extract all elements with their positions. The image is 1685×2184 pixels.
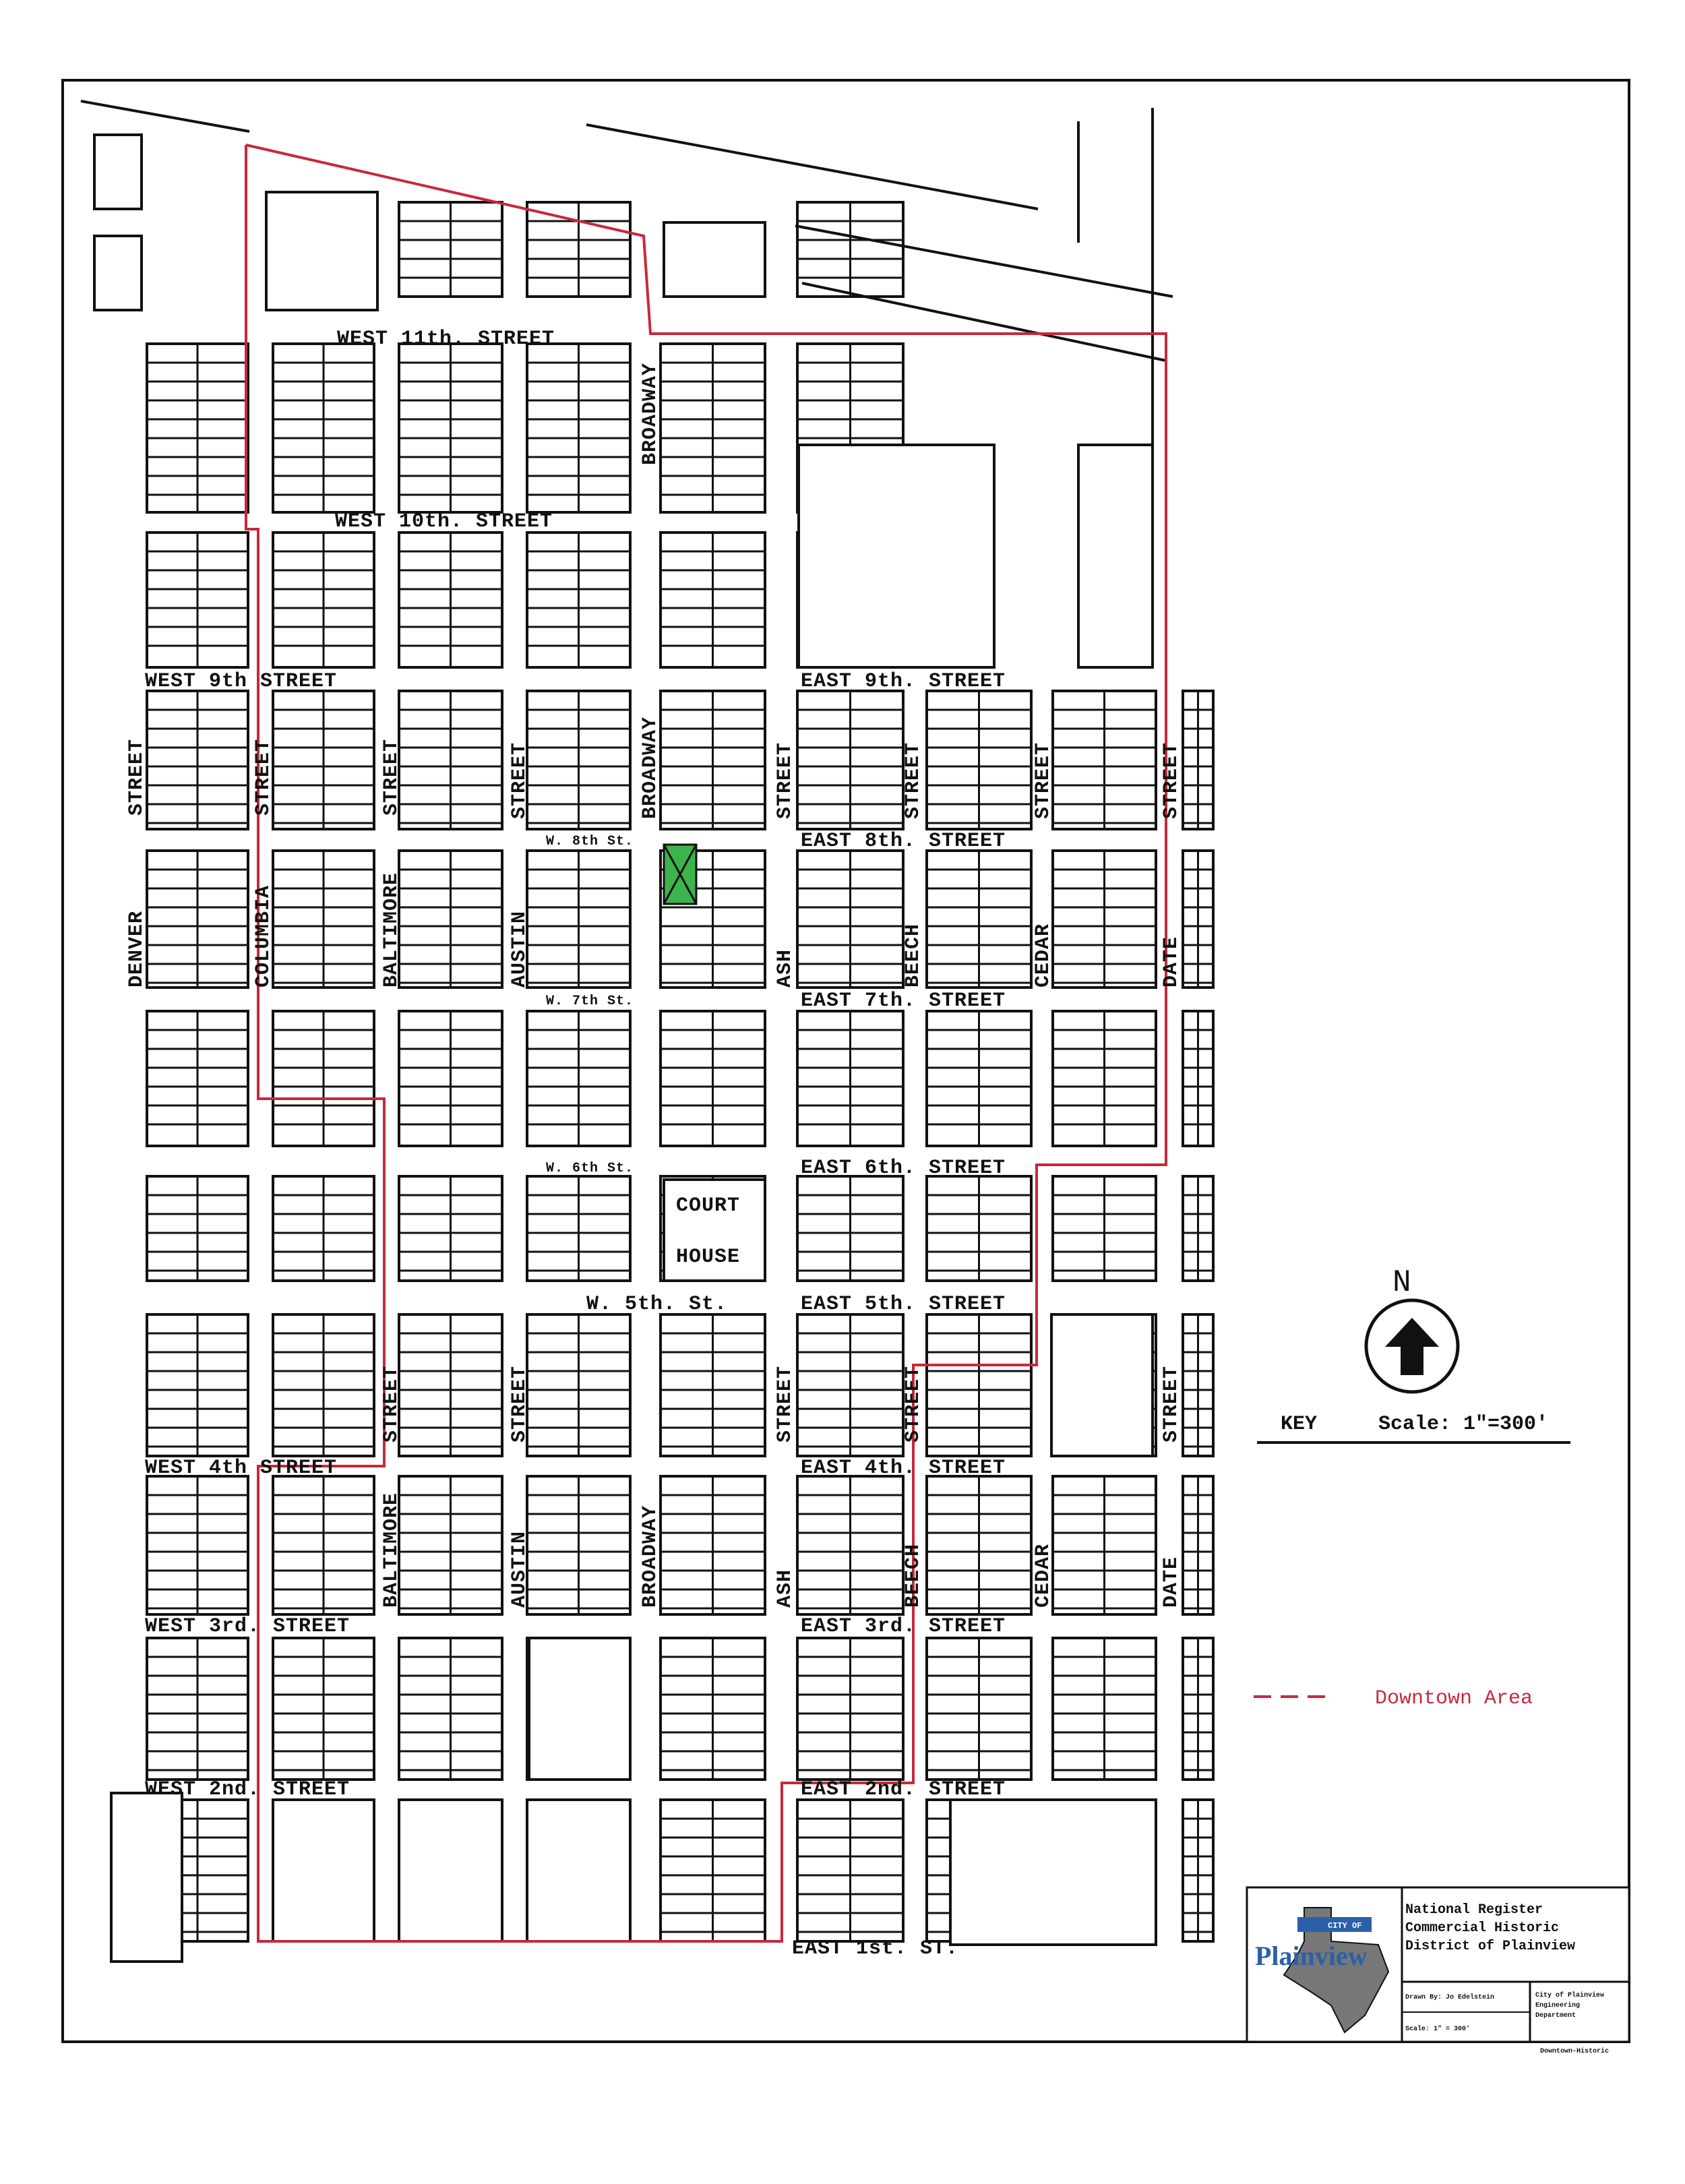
department-line2: Engineering <box>1535 2001 1580 2009</box>
logo-name: Plainview <box>1255 1941 1368 1971</box>
department-line1: City of Plainview <box>1535 1991 1604 1999</box>
courthouse: COURT HOUSE <box>676 1194 740 1269</box>
street-label-date: DATE <box>1160 1556 1183 1608</box>
courthouse-label-line2: HOUSE <box>676 1246 740 1269</box>
street-label-w-6th: W. 6th St. <box>546 1161 634 1176</box>
street-label-w-8th: W. 8th St. <box>546 834 634 849</box>
street-label-street: STREET <box>252 739 275 816</box>
city-block <box>528 1637 632 1781</box>
city-block <box>93 235 143 311</box>
street-label-cedar: CEDAR <box>1032 923 1055 988</box>
city-block <box>1050 1313 1154 1457</box>
city-block <box>110 1792 183 1963</box>
street-label-west-10th: WEST 10th. STREET <box>335 510 553 533</box>
logo-city-label: CITY OF <box>1328 1921 1361 1931</box>
texas-logo-icon <box>1283 1907 1390 2034</box>
street-label-broadway: BROADWAY <box>639 717 662 819</box>
street-label-cedar: CEDAR <box>1032 1544 1055 1608</box>
street-label-street: STREET <box>774 1366 797 1443</box>
city-block <box>1077 444 1154 669</box>
file-name: Downtown-Historic <box>1540 2047 1609 2055</box>
outer-frame <box>61 79 1630 2043</box>
street-label-street: STREET <box>508 742 531 819</box>
logo-badge <box>1297 1917 1372 1932</box>
city-block <box>663 221 766 298</box>
street-label-west-9th: WEST 9th STREET <box>145 670 337 693</box>
city-block <box>949 1798 1157 1946</box>
title-scale: Scale: 1" = 300' <box>1405 2025 1470 2033</box>
title-block: CITY OF Plainview National Register Comm… <box>1246 1886 1630 2055</box>
street-label-west-4th: WEST 4th STREET <box>145 1457 337 1480</box>
city-blocks <box>93 133 1215 1963</box>
street-label-w-7th: W. 7th St. <box>546 994 634 1009</box>
city-block <box>797 444 995 669</box>
street-label-east-4th: EAST 4th. STREET <box>801 1457 1006 1480</box>
street-label-east-2nd: EAST 2nd. STREET <box>801 1778 1006 1801</box>
department-line3: Department <box>1535 2012 1576 2020</box>
street-label-east-1st: EAST 1st. ST. <box>792 1937 958 1960</box>
street-label-w-5th: W. 5th. St. <box>586 1293 727 1316</box>
street-label-east-9th: EAST 9th. STREET <box>801 670 1006 693</box>
street-label-street: STREET <box>380 1366 403 1443</box>
drawn-by: Drawn By: Jo Edelstein <box>1405 1993 1494 2001</box>
city-block <box>526 1798 632 1943</box>
street-label-austin: AUSTIN <box>508 1531 531 1608</box>
street-label-street: STREET <box>902 742 925 819</box>
street-label-denver: DENVER <box>125 911 148 988</box>
street-label-east-7th: EAST 7th. STREET <box>801 990 1006 1012</box>
street-label-street: STREET <box>125 739 148 816</box>
street-label-austin: AUSTIN <box>508 911 531 988</box>
street-label-baltimore: BALTIMORE <box>380 1492 403 1608</box>
street-labels: WEST 11th. STREET WEST 10th. STREET WEST… <box>125 328 1183 1960</box>
courthouse-block <box>663 1178 766 1282</box>
street-label-street: STREET <box>380 739 403 816</box>
title-line2: Commercial Historic <box>1405 1920 1559 1936</box>
title-line1: National Register <box>1405 1902 1543 1918</box>
street-label-street: STREET <box>1032 742 1055 819</box>
street-label-street: STREET <box>774 742 797 819</box>
street-label-east-5th: EAST 5th. STREET <box>801 1293 1006 1316</box>
courthouse-label-line1: COURT <box>676 1194 740 1217</box>
street-label-ash: ASH <box>774 949 797 988</box>
city-block <box>272 1798 375 1943</box>
downtown-boundary <box>245 144 1167 1943</box>
scale-label: Scale: 1"=300' <box>1378 1413 1548 1436</box>
street-label-west-11th: WEST 11th. STREET <box>337 328 555 351</box>
north-arrow-icon <box>1385 1318 1439 1375</box>
street-label-date: DATE <box>1160 936 1183 988</box>
street-label-street: STREET <box>508 1366 531 1443</box>
street-label-broadway-south: BROADWAY <box>639 1505 662 1608</box>
street-label-columbia: COLUMBIA <box>252 885 275 988</box>
street-label-beech: BEECH <box>902 923 925 988</box>
street-label-east-8th: EAST 8th. STREET <box>801 830 1006 853</box>
title-line3: District of Plainview <box>1405 1939 1575 1954</box>
railroad-lines <box>80 100 1173 512</box>
city-block <box>398 1798 503 1943</box>
city-block <box>93 133 143 210</box>
street-label-street: STREET <box>1160 742 1183 819</box>
street-label-east-3rd: EAST 3rd. STREET <box>801 1615 1006 1638</box>
street-label-west-2nd: WEST 2nd. STREET <box>145 1778 350 1801</box>
north-label: N <box>1392 1265 1411 1300</box>
street-label-street: STREET <box>902 1366 925 1443</box>
street-label-beech: BEECH <box>902 1544 925 1608</box>
downtown-legend-label: Downtown Area <box>1375 1687 1533 1710</box>
street-label-ash: ASH <box>774 1569 797 1608</box>
key-label: KEY <box>1281 1413 1317 1436</box>
street-label-street: STREET <box>1160 1366 1183 1443</box>
street-label-west-3rd: WEST 3rd. STREET <box>145 1615 350 1638</box>
street-label-east-6th: EAST 6th. STREET <box>801 1157 1006 1180</box>
city-block <box>265 191 379 311</box>
street-label-baltimore: BALTIMORE <box>380 872 403 988</box>
legend: N KEY Scale: 1"=300' Downtown Area <box>1254 1265 1570 1710</box>
street-label-broadway-north: BROADWAY <box>639 363 662 465</box>
